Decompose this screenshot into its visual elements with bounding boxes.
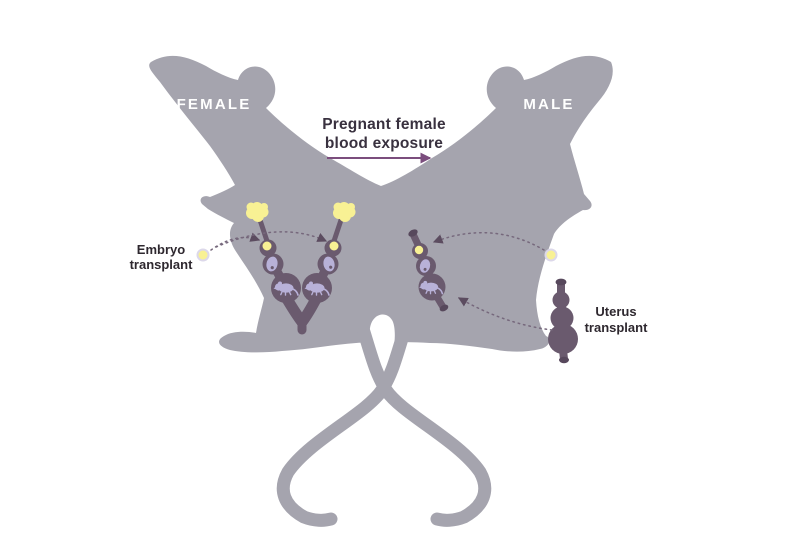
svg-text:Uterus: Uterus	[595, 304, 636, 319]
implanted-embryo-right	[329, 241, 339, 251]
embryo-transplant-arrow-right	[432, 231, 545, 251]
female-uterus	[257, 217, 344, 335]
male-uterus-graft	[408, 229, 449, 312]
rat-bodies-silhouette	[149, 55, 613, 353]
uterus-transplant-arrow	[457, 297, 553, 331]
donor-uterus	[548, 278, 578, 364]
embryo-transplant-label: Embryo transplant	[130, 242, 194, 272]
embryo-dot-right	[544, 248, 558, 262]
svg-text:transplant: transplant	[130, 257, 194, 272]
svg-text:Embryo: Embryo	[137, 242, 185, 257]
embryo-transplant-arrow-left-1	[210, 232, 261, 251]
female-label: FEMALE	[177, 96, 252, 113]
svg-text:transplant: transplant	[585, 320, 649, 335]
tail-left	[276, 325, 411, 527]
title: Pregnant female blood exposure	[322, 116, 446, 164]
implanted-embryo-left	[262, 241, 272, 251]
title-line1: Pregnant female	[322, 116, 446, 133]
title-line2: blood exposure	[325, 135, 443, 152]
male-label: MALE	[523, 96, 574, 113]
implanted-embryo-male	[414, 245, 424, 255]
embryo-dot-left	[196, 248, 210, 262]
uterus-transplant-label: Uterus transplant	[585, 304, 649, 335]
embryo-transplant-arrow-left-2	[215, 231, 328, 248]
